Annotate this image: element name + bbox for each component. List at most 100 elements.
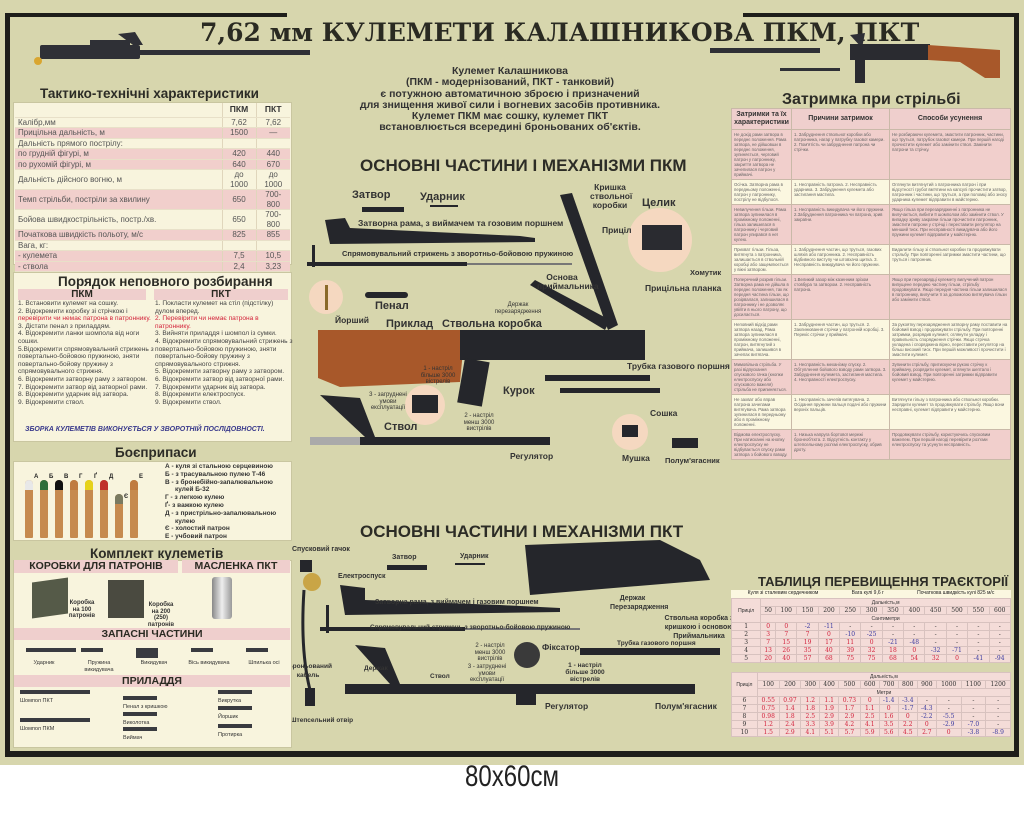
accessory-image xyxy=(123,696,157,700)
delay-row: Поперечний розрив гільзи. Затворна рама … xyxy=(731,274,1011,320)
value-cell: 3 xyxy=(760,630,777,639)
bullet-tip xyxy=(115,494,123,504)
value-cell: 3.9 xyxy=(819,720,840,729)
ttx-row: Дальність прямого пострілу: xyxy=(15,138,290,149)
distance-cell: 550 xyxy=(967,606,990,615)
ttx-pkt-value: до 1000 xyxy=(255,169,290,190)
value-cell: 17 xyxy=(817,638,841,647)
value-cell: 1.6 xyxy=(878,712,899,721)
value-cell: -1.4 xyxy=(878,696,899,705)
label-shot3: 3 - загруднені умови експлуатації xyxy=(369,392,407,411)
delay-symptom: Мимовільна стрільба. У разі відпускання … xyxy=(731,359,792,395)
value-cell: -8.9 xyxy=(985,728,1011,737)
step: 3. Вийняти приладдя і шомпол із сумки. xyxy=(155,330,277,338)
accessory-label: Йоршик xyxy=(218,714,238,720)
distance-cell: 400 xyxy=(903,606,926,615)
value-cell: 40 xyxy=(775,654,798,663)
value-cell: - xyxy=(967,638,990,647)
col-header: Причини затримок xyxy=(791,108,890,130)
sight-cell: 10 xyxy=(731,728,758,737)
stock-part xyxy=(318,330,465,387)
delay-row: Осічка. Затворна рама в передньому полож… xyxy=(731,179,1011,205)
accessory-label: Протирка xyxy=(218,732,243,738)
gas-tube-part xyxy=(580,648,720,655)
ttx-pkm-value: 650 xyxy=(221,189,256,210)
pkt-parts-image xyxy=(300,540,720,706)
delay-cause: 1.Великий зазор між казенним зрізом стов… xyxy=(791,274,890,320)
value-cell: 2.4 xyxy=(778,720,802,729)
distance-cell: 400 xyxy=(819,680,840,689)
feed-base-part xyxy=(530,280,610,330)
rod-part xyxy=(320,627,465,631)
value-cell: -7.0 xyxy=(960,720,987,729)
distance-cell: 1000 xyxy=(935,680,962,689)
accessory-label: Пенал з кришкою xyxy=(123,704,168,710)
label-plug: Штепсельний отвір xyxy=(290,717,354,724)
delay-cause: 1. Низька напруга бортової мережі бронео… xyxy=(791,429,890,460)
ttx-pkm-value xyxy=(221,240,256,251)
ttx-label: по рухомій фігурі, м xyxy=(15,159,222,170)
pkm-steps: 1. Встановити кулемет на сошку.2. Відокр… xyxy=(18,300,156,406)
value-cell: - xyxy=(924,630,947,639)
label-gas-tube: Трубка газового поршня xyxy=(627,361,730,371)
spare-part-image xyxy=(246,648,268,652)
value-cell: -5.5 xyxy=(935,712,962,721)
legend-line: Є - холостий патрон xyxy=(165,525,230,533)
distance-cell: 700 xyxy=(878,680,899,689)
accessory-image xyxy=(218,724,252,728)
accessory-image xyxy=(123,727,157,731)
desc-line: Кулемет Калашникова xyxy=(452,65,568,77)
ttx-pkm-value: 825 xyxy=(221,229,256,241)
distance-cell: 50 xyxy=(760,606,777,615)
regulator-part xyxy=(516,690,536,705)
distance-cell: 450 xyxy=(924,606,947,615)
value-cell: -2 xyxy=(796,622,819,631)
receiver-part xyxy=(460,330,645,360)
legend-line: А - куля зі стальною серцевиною xyxy=(165,463,273,470)
value-cell: 0 xyxy=(878,704,899,713)
box-100-label: Коробка на 100 патронів xyxy=(68,600,96,619)
unit-header: Метри xyxy=(756,688,1012,697)
step: 6. Відокремити затвор від затворної рами… xyxy=(155,375,285,383)
value-cell: - xyxy=(988,630,1011,639)
trajectory-title: ТАБЛИЦЯ ПЕРЕВИЩЕННЯ ТРАЄКТОРІЇ xyxy=(758,574,1009,589)
distance-cell: 100 xyxy=(775,606,798,615)
distance-cell: 1100 xyxy=(960,680,987,689)
value-cell: 7 xyxy=(760,638,777,647)
step: 3. Дістати пенал з приладдям. xyxy=(18,322,111,330)
value-cell: - xyxy=(945,622,969,631)
ttx-pkt-value: 440 xyxy=(255,148,290,160)
label-shot1: 1 - настріл більше 3000 вістрелів xyxy=(565,662,605,683)
value-cell: 40 xyxy=(817,646,841,655)
label-shot2: 2 - настріл менш 3000 вистрілів xyxy=(474,643,506,662)
accessory-image xyxy=(20,690,90,694)
value-cell: -11 xyxy=(817,622,841,631)
label-cover: Кришка ствольної коробки xyxy=(590,182,633,210)
box-200-label: Коробка на 200 (250) патронів xyxy=(147,602,175,628)
value-cell: 1.1 xyxy=(819,696,840,705)
label-bolt: Затвор xyxy=(392,554,417,561)
pkt-steps: 1. Покласти кулемет на стіл (підстілку) … xyxy=(155,300,293,406)
frame-line xyxy=(743,13,1019,17)
label-trigger: Спусковий гачок xyxy=(292,546,350,553)
accessory-image xyxy=(218,706,252,710)
ttx-pkt-value: 7,62 xyxy=(255,117,290,128)
ttx-row: Вага, кг: xyxy=(15,240,290,251)
value-cell: 32 xyxy=(924,654,947,663)
value-cell: 0 xyxy=(935,728,962,737)
step: 5. Відокремити затворну раму з затвором. xyxy=(155,368,285,376)
ttx-pkm-value: 640 xyxy=(221,159,256,170)
label-cable: Броньований кабель xyxy=(288,663,332,679)
distance-cell: 200 xyxy=(817,606,841,615)
pkm-parts-image xyxy=(307,193,698,450)
